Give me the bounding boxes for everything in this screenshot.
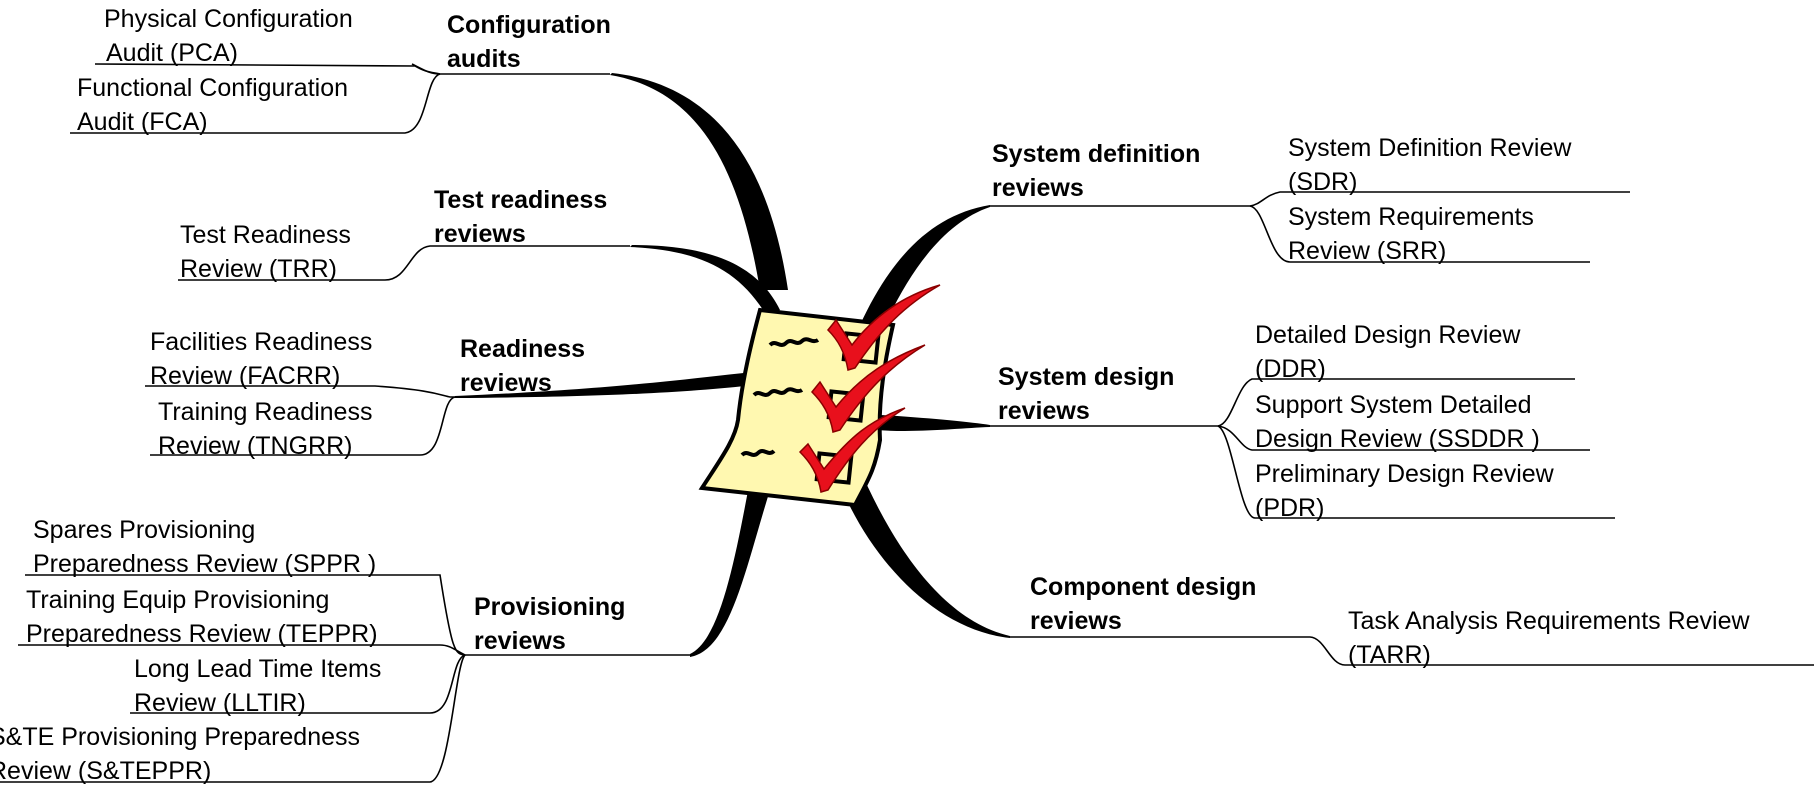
leaf-line-1: Physical Configuration <box>104 5 353 33</box>
trunk-configuration-audits <box>610 73 788 290</box>
connector-teppr <box>18 644 466 656</box>
label-line-1: Component design <box>1030 573 1257 601</box>
branch-label-system-definition-reviews: System definition reviews <box>992 137 1200 205</box>
branch-label-system-design-reviews: System design reviews <box>998 360 1174 428</box>
label-line-2: reviews <box>460 369 552 397</box>
trunk-provisioning <box>690 480 770 657</box>
connector-fca <box>70 73 441 134</box>
leaf-line-2: Preparedness Review (SPPR ) <box>33 550 377 578</box>
branch-label-provisioning-reviews: Provisioning reviews <box>474 590 625 658</box>
leaf-line-1: Long Lead Time Items <box>134 655 382 683</box>
label-line-2: audits <box>447 45 521 73</box>
label-line-2: reviews <box>992 174 1084 202</box>
trunk-system-design <box>875 415 990 431</box>
connector-readiness <box>145 385 455 398</box>
leaf-line-2: Review (TRR) <box>180 255 337 283</box>
trunk-readiness <box>455 372 755 398</box>
branch-label-configuration-audits: Configuration audits <box>447 8 611 76</box>
branch-label-readiness-reviews: Readiness reviews <box>460 332 585 400</box>
connector-pca <box>411 63 441 75</box>
leaf-line-2: (SDR) <box>1288 168 1358 196</box>
leaf-line-2: Review (LLTIR) <box>134 689 306 717</box>
trunk-system-definition <box>860 205 990 325</box>
leaf-line-2: Review (FACRR) <box>150 362 341 390</box>
connector-steppr <box>0 654 466 783</box>
label-line-2: reviews <box>434 220 526 248</box>
check-mark-1 <box>826 284 941 371</box>
leaf-line-2: (TARR) <box>1348 641 1431 669</box>
connector-ssddr <box>1217 425 1590 451</box>
label-line-1: Test readiness <box>434 186 608 214</box>
leaf-line-1: Facilities Readiness <box>150 328 373 356</box>
label-line-1: Configuration <box>447 11 611 39</box>
label-line-2: reviews <box>474 627 566 655</box>
leaf-sdr: System Definition Review (SDR) <box>1288 131 1571 199</box>
leaf-line-1: Support System Detailed <box>1255 391 1532 419</box>
check-mark-3 <box>798 407 906 493</box>
branch-label-test-readiness-reviews: Test readiness reviews <box>434 183 607 251</box>
label-line-1: System design <box>998 363 1175 391</box>
leaf-line-2: (PDR) <box>1255 494 1325 522</box>
leaf-line-1: Training Readiness <box>158 398 373 426</box>
leaf-line-2: Preparedness Review (TEPPR) <box>26 620 378 648</box>
leaf-line-2: Audit (PCA) <box>106 39 238 67</box>
connector-lltir <box>130 654 466 714</box>
leaf-line-1: Detailed Design Review <box>1255 321 1521 349</box>
connector-srr <box>1249 205 1590 263</box>
leaf-line-2: Audit (FCA) <box>77 108 208 136</box>
leaf-tarr: Task Analysis Requirements Review (TARR) <box>1348 604 1750 672</box>
leaf-line-1: System Definition Review <box>1288 134 1572 162</box>
connector-test-readiness <box>178 245 630 281</box>
leaf-line-1: Test Readiness <box>180 221 351 249</box>
leaf-line-2: Design Review (SSDDR ) <box>1255 425 1540 453</box>
connector-tngrr <box>150 396 456 456</box>
checklist-squiggles <box>740 337 820 457</box>
leaf-line-2: Review (TNGRR) <box>158 432 353 460</box>
branch-label-component-design-reviews: Component design reviews <box>1030 570 1256 638</box>
leaf-ddr: Detailed Design Review (DDR) <box>1255 318 1520 386</box>
connector-pdr <box>1217 425 1615 519</box>
label-line-2: reviews <box>1030 607 1122 635</box>
leaf-line-1: Task Analysis Requirements Review <box>1348 607 1750 635</box>
label-line-2: reviews <box>998 397 1090 425</box>
check-mark-2 <box>810 344 926 433</box>
label-line-1: Readiness <box>460 335 586 363</box>
leaf-line-1: Spares Provisioning <box>33 516 256 544</box>
check-marks <box>798 284 941 493</box>
label-line-1: System definition <box>992 140 1201 168</box>
leaf-line-1: S&TE Provisioning Preparedness <box>0 723 361 751</box>
leaf-line-1: Training Equip Provisioning <box>26 586 330 614</box>
leaf-line-2: Review (SRR) <box>1288 237 1447 265</box>
leaf-line-2: (DDR) <box>1255 355 1326 383</box>
leaf-line-2: Review (S&TEPPR) <box>0 757 212 785</box>
leaf-pdr: Preliminary Design Review (PDR) <box>1255 457 1554 525</box>
leaf-line-1: Functional Configuration <box>77 74 348 102</box>
checklist-icon <box>698 284 941 508</box>
connector-component-design <box>1010 636 1814 666</box>
connector-lines <box>0 63 1814 783</box>
leaf-line-1: System Requirements <box>1288 203 1534 231</box>
label-line-1: Provisioning <box>474 593 626 621</box>
leaf-line-1: Preliminary Design Review <box>1255 460 1554 488</box>
